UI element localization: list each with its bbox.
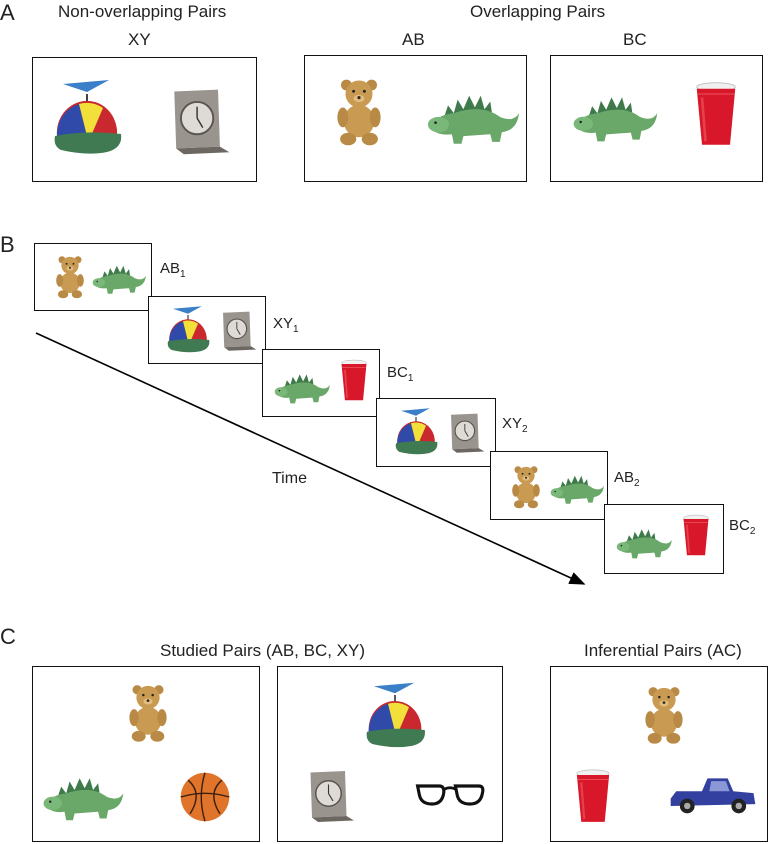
studied-pairs-heading: Studied Pairs (AB, BC, XY) xyxy=(160,641,366,660)
test-display-inferential xyxy=(550,666,768,842)
trial-frame-5 xyxy=(490,451,608,520)
test-display-studied-2 xyxy=(277,666,503,842)
trial-label-3: BC1 xyxy=(387,364,414,384)
trial-label-5: AB2 xyxy=(614,469,640,489)
stegosaurus-icon xyxy=(549,468,605,506)
stegosaurus-icon xyxy=(91,258,147,296)
teddy-bear-icon xyxy=(117,677,179,749)
panel-a-letter: A xyxy=(0,0,15,25)
panel-c-letter: C xyxy=(0,624,16,649)
stegosaurus-icon xyxy=(41,767,125,823)
pair-frame-bc xyxy=(550,55,763,182)
pair-frame-ab xyxy=(304,55,527,182)
overlapping-heading: Overlapping Pairs xyxy=(470,2,606,21)
nonoverlapping-heading: Non-overlapping Pairs xyxy=(58,2,227,21)
trial-frame-6 xyxy=(604,504,724,574)
time-label: Time xyxy=(272,470,307,487)
stegosaurus-icon xyxy=(273,366,331,406)
panel-b-letter: B xyxy=(0,232,15,257)
trial-label-4: XY2 xyxy=(502,415,528,435)
pair-label-xy: XY xyxy=(128,30,151,49)
trial-frame-2 xyxy=(148,296,266,364)
pair-label-ab: AB xyxy=(402,30,425,49)
red-cup-icon xyxy=(679,513,713,559)
test-display-studied-1 xyxy=(32,666,260,842)
pair-frame-xy xyxy=(32,57,257,182)
teddy-bear-icon xyxy=(633,679,695,751)
desk-clock-icon xyxy=(443,409,489,455)
toy-truck-icon xyxy=(667,771,759,817)
trial-frame-4 xyxy=(376,398,496,467)
red-cup-icon xyxy=(337,358,371,404)
pair-label-bc: BC xyxy=(623,30,647,49)
basketball-icon xyxy=(177,769,233,825)
propeller-cap-icon xyxy=(163,305,213,355)
stegosaurus-icon xyxy=(615,521,673,561)
desk-clock-icon xyxy=(300,765,360,825)
red-cup-icon xyxy=(571,765,615,829)
propeller-cap-icon xyxy=(391,407,441,457)
trial-label-6: BC2 xyxy=(729,517,756,537)
trial-frame-3 xyxy=(262,349,380,417)
eyeglasses-icon xyxy=(414,777,486,813)
teddy-bear-icon xyxy=(47,250,93,304)
desk-clock-icon xyxy=(215,307,261,353)
propeller-cap-icon xyxy=(360,681,430,751)
teddy-bear-icon xyxy=(503,460,549,514)
trial-frame-1 xyxy=(34,243,152,311)
trial-label-1: AB1 xyxy=(160,260,186,280)
inferential-pairs-heading: Inferential Pairs (AC) xyxy=(584,641,742,660)
trial-label-2: XY1 xyxy=(273,315,299,335)
